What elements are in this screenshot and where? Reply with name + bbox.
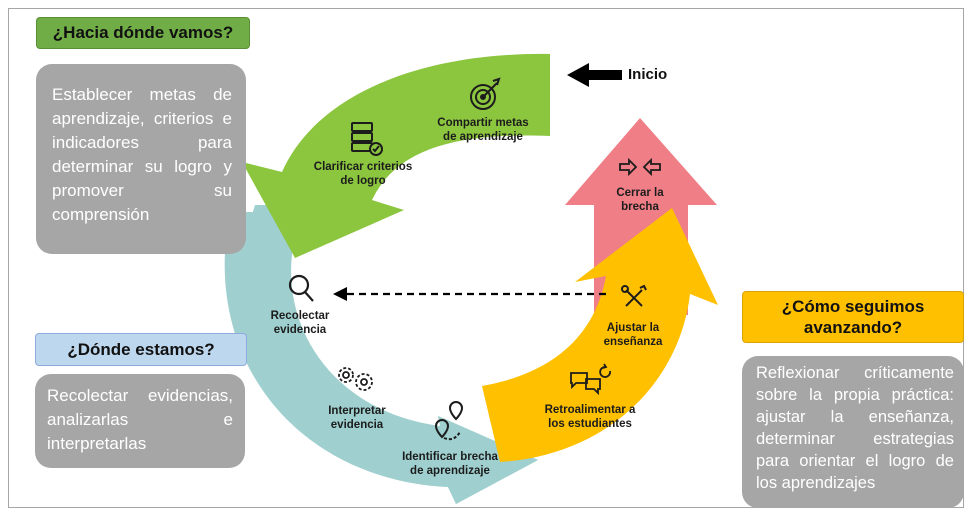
step-label-close: Cerrar la brecha: [616, 187, 664, 213]
step-label-line: de aprendizaje: [410, 465, 490, 477]
step-label-line: evidencia: [274, 324, 327, 336]
adjust-segment: [482, 208, 718, 462]
where-going-title: ¿Hacia dónde vamos?: [36, 17, 250, 49]
step-label-line: enseñanza: [604, 336, 663, 348]
converging-arrows-icon: [619, 157, 661, 177]
location-pins-icon: [434, 401, 464, 441]
step-label-line: los estudiantes: [548, 418, 632, 430]
step-label-adjust: Ajustar la enseñanza: [604, 322, 663, 348]
step-label-line: de aprendizaje: [443, 131, 523, 143]
how-continue-title: ¿Cómo seguimos avanzando?: [742, 291, 964, 343]
step-label-line: Ajustar la: [607, 322, 660, 334]
dashed-arrowhead: [333, 287, 347, 301]
step-label-line: brecha: [621, 201, 659, 213]
where-are-description: Recolectar evidencias, analizarlas e int…: [35, 374, 245, 468]
step-label-line: Recolectar: [271, 310, 330, 322]
step-label-line: de logro: [340, 175, 385, 187]
step-label-collect: Recolectar evidencia: [271, 310, 330, 336]
start-label: Inicio: [628, 66, 668, 83]
step-label-interpret: Interpretar evidencia: [328, 405, 386, 431]
step-label-clarify: Clarificar criterios de logro: [314, 161, 412, 187]
step-label-line: Retroalimentar a: [545, 404, 636, 416]
step-label-line: Clarificar criterios: [314, 161, 412, 173]
target-icon: [470, 77, 501, 110]
step-label-line: Interpretar: [328, 405, 386, 417]
gears-icon: [338, 367, 373, 391]
step-label-line: Compartir metas: [437, 117, 528, 129]
where-going-description: Establecer metas de aprendizaje, criteri…: [36, 64, 246, 254]
chat-refresh-icon: [570, 363, 611, 396]
step-label-share: Compartir metas de aprendizaje: [437, 117, 528, 143]
tools-icon: [621, 284, 647, 307]
goals-segment: [242, 53, 550, 258]
step-label-line: Cerrar la: [616, 187, 664, 199]
step-label-line: Identificar brecha: [402, 451, 498, 463]
magnifier-icon: [288, 274, 314, 302]
step-label-line: evidencia: [331, 419, 384, 431]
step-label-feedback: Retroalimentar a los estudiantes: [545, 404, 636, 430]
server-check-icon: [351, 122, 383, 156]
how-continue-description: Reflexionar críticamente sobre la propia…: [742, 356, 964, 508]
start-arrow: [567, 63, 622, 87]
evidence-segment-fill: [241, 205, 539, 504]
where-are-title: ¿Dónde estamos?: [35, 333, 247, 366]
step-label-gap: Identificar brecha de aprendizaje: [402, 451, 498, 477]
